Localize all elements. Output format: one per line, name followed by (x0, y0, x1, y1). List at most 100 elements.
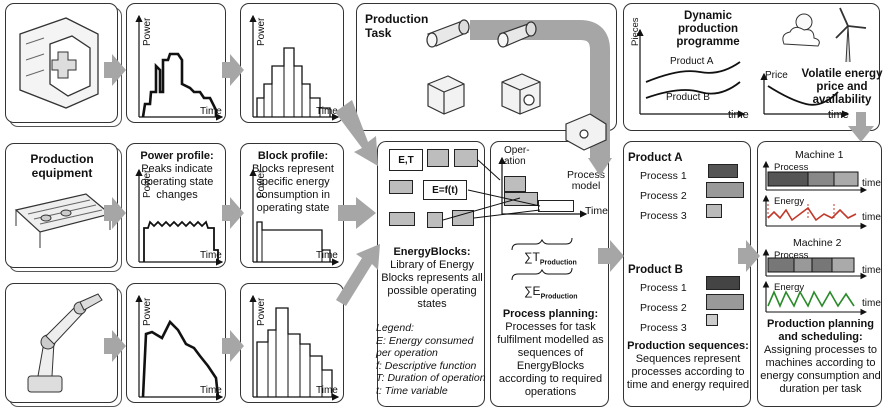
schedule-bars (767, 171, 859, 273)
robot-card (5, 283, 118, 403)
energyblocks-text: EnergyBlocks: Library of Energy Blocks r… (381, 246, 483, 310)
model-block-1 (504, 176, 526, 192)
price-curve (767, 85, 839, 106)
robot-illustration (27, 293, 103, 393)
seq-product-a: Product A (628, 152, 683, 164)
scheduling-title: Production planning and scheduling: (767, 318, 874, 343)
m2-process-label: Process (774, 250, 809, 261)
task-parts (426, 19, 607, 151)
energyblock (427, 212, 443, 228)
sequences-title: Production sequences: (627, 340, 749, 352)
process-model-label: Process model (567, 169, 605, 192)
time-label-1: Time (200, 106, 222, 117)
time-label-4: Time (316, 250, 338, 261)
energyblocks-desc: Library of Energy Blocks represents all … (381, 259, 483, 310)
sum-t: ∑TProduction (524, 250, 577, 268)
block-profile-desc: Blocks represent specific energy consump… (252, 163, 334, 214)
task-pipe-head (588, 158, 612, 176)
machine-1-label: Machine 1 (795, 149, 844, 161)
energyblock (454, 149, 478, 167)
sequences-desc: Sequences represent processes according … (626, 353, 750, 391)
power-profile-text: Power profile: Peaks indicate operating … (131, 150, 223, 202)
gearbox-card (5, 3, 118, 123)
m2-energy-time-label: time (862, 298, 881, 309)
sum-t-symbol: ∑T (524, 250, 540, 264)
energyblock (452, 210, 474, 226)
seq-b-bar-2 (706, 294, 744, 310)
time-label-3: Time (200, 250, 222, 261)
sum-e-symbol: ∑E (524, 284, 541, 298)
time-label-5: Time (200, 385, 222, 396)
power-curve-3 (141, 319, 220, 398)
seq-a-process-3: Process 3 (640, 210, 687, 222)
production-equipment-card: Production equipment (5, 143, 118, 268)
power-profile-card-1 (126, 3, 226, 123)
dynamic-title: Dynamic production programme (676, 10, 740, 48)
process-planning-desc: Processes for task fulfilment modelled a… (497, 321, 604, 398)
seq-b-process-3: Process 3 (640, 322, 687, 334)
product-a-curve-label: Product A (670, 56, 714, 67)
product-b-curve-label: Product B (666, 92, 710, 103)
seq-a-bar-1 (708, 164, 738, 178)
seq-b-bar-3 (706, 314, 718, 326)
m1-energy-label: Energy (774, 196, 805, 207)
power-curve-2 (143, 220, 219, 262)
block-profile-title: Block profile: (257, 150, 329, 162)
price-time-label: time (828, 109, 849, 121)
task-pipe (470, 20, 610, 160)
seq-a-bar-2 (706, 182, 744, 198)
seq-product-b: Product B (628, 264, 683, 276)
power-curve-1 (141, 52, 218, 118)
machine-2-label: Machine 2 (793, 237, 842, 249)
legend-item-time: t: Time variable (376, 384, 448, 397)
time-label-6: Time (316, 385, 338, 396)
m1-energy-time-label: time (862, 212, 881, 223)
seq-a-bar-3 (706, 204, 722, 218)
legend-item-f: f: Descriptive function (376, 359, 477, 372)
product-a-curve (645, 61, 741, 83)
m2-time-label: time (862, 265, 881, 276)
m1-process-label: Process (774, 162, 809, 173)
m1-time-label: time (862, 178, 881, 189)
price-label: Price (765, 70, 788, 81)
energyblock (427, 149, 449, 167)
time-label-2: Time (316, 106, 338, 117)
block-mapping-lines (442, 159, 541, 221)
m1-energy-curve (767, 206, 857, 222)
energyblock-et: E,T (389, 149, 423, 171)
brace-top (511, 237, 573, 251)
legend-item-t: T: Duration of operation (376, 372, 486, 384)
dynamic-programme-card: Dynamic production programme Volatile en… (623, 3, 882, 131)
process-planning-title: Process planning: (502, 308, 599, 320)
block-dividers-3 (267, 308, 323, 397)
legend-item-e: E: Energy consumed per operation (376, 334, 474, 360)
energyblock (389, 180, 413, 194)
block-profile-2 (256, 221, 331, 262)
block-dividers-2 (261, 230, 323, 262)
seq-a-process-2: Process 2 (640, 190, 687, 202)
sum-e: ∑EProduction (524, 284, 578, 302)
block-dividers-1 (263, 48, 321, 117)
product-b-curve (645, 81, 741, 99)
scheduling-desc: Assigning processes to machines accordin… (760, 344, 881, 395)
weather-icons (782, 7, 867, 63)
power-profile-desc: Peaks indicate operating state changes (140, 163, 214, 201)
model-block-2 (504, 192, 538, 206)
production-equipment-title: Production equipment (30, 152, 94, 180)
sum-e-subscript: Production (540, 293, 578, 301)
brace-bottom (511, 267, 573, 281)
gearbox-illustration (19, 17, 99, 109)
operation-axis-label: Oper- ation (504, 145, 530, 167)
seq-b-process-1: Process 1 (640, 282, 687, 294)
power-profile-card-2: Power profile: Peaks indicate operating … (126, 143, 226, 268)
legend: Legend: E: Energy consumed per operation… (376, 322, 486, 397)
energyblocks-title: EnergyBlocks (393, 246, 467, 258)
scheduling-text: Production planning and scheduling: Assi… (758, 318, 883, 396)
energyblock-ef: E=f(t) (423, 180, 467, 200)
process-planning-text: Process planning: Processes for task ful… (493, 308, 608, 399)
power-profile-title: Power profile: (140, 150, 214, 162)
process-model-time-label: Time (585, 205, 608, 217)
sum-t-subscript: Production (539, 259, 577, 267)
